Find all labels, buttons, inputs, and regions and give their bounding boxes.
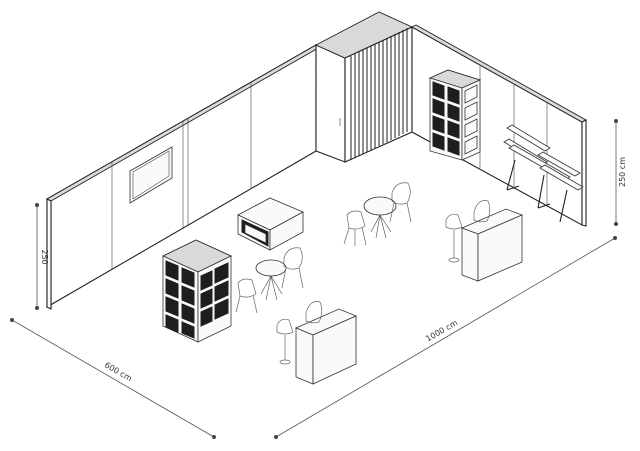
left-back-wall — [46, 44, 321, 310]
counter-right — [460, 208, 524, 282]
cube-shelf-front-cells — [165, 260, 229, 339]
bistro-table-front — [255, 259, 287, 301]
dimension-right-height-label: 250 cm — [618, 157, 627, 187]
stool-right-2 — [473, 200, 491, 223]
dimension-left-width-label: 600 cm — [103, 360, 134, 383]
dimension-left-height: 250 — [35, 203, 49, 310]
chair-back-right — [389, 182, 412, 223]
stool-front-2 — [305, 301, 323, 324]
dimension-left-height-label: 250 — [40, 249, 49, 264]
wall-shelves — [503, 124, 584, 223]
bistro-table-back — [363, 196, 397, 239]
cube-shelf-front — [161, 239, 233, 343]
cube-shelf-back — [428, 69, 482, 161]
dimension-right-height: 250 cm — [614, 119, 627, 226]
chair-back-left — [343, 210, 367, 246]
slat-door — [350, 28, 408, 160]
storage-closet — [314, 11, 414, 163]
chair-front-right — [281, 247, 304, 289]
chair-front-left — [235, 278, 258, 314]
wall-screen — [129, 146, 173, 204]
stool-right-1 — [445, 213, 463, 263]
counter-front — [294, 308, 358, 385]
stool-front-1 — [276, 318, 294, 365]
cube-side-table — [237, 197, 304, 251]
cube-shelf-back-cells — [432, 81, 478, 156]
